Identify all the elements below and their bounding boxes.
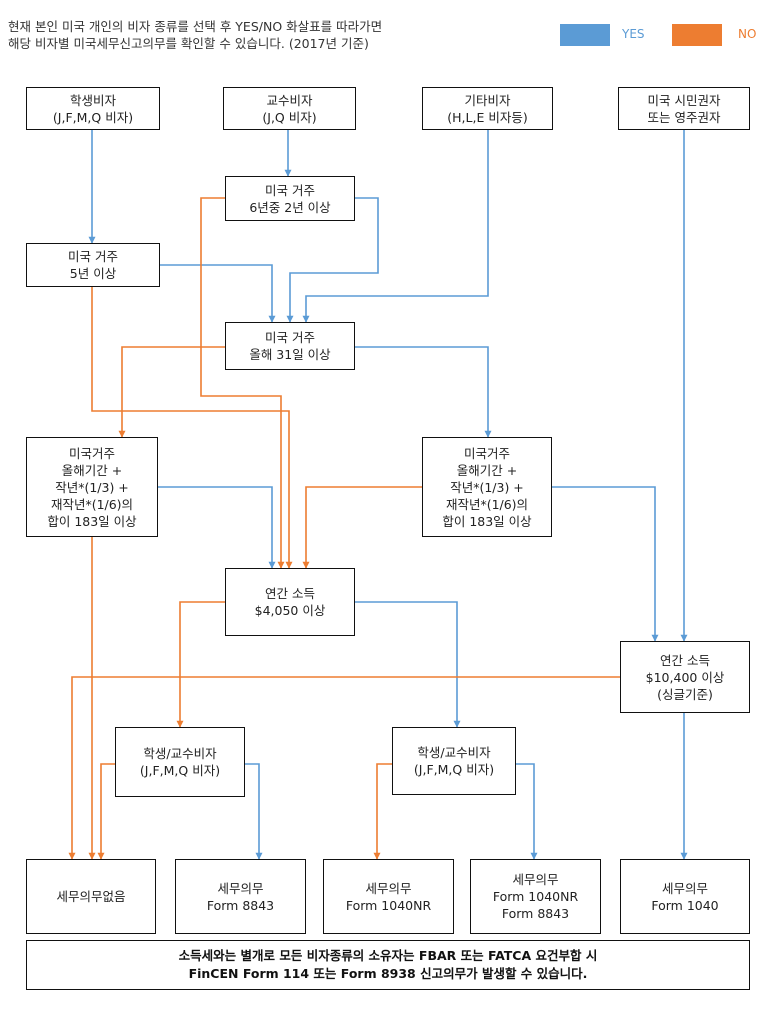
arrow-yes-studentprofright-to-form1040nr8843 — [516, 763, 538, 860]
arrow-no-studentprofleft-to-none — [97, 763, 115, 860]
box-outcome-form1040: 세무의무 Form 1040 — [620, 859, 750, 934]
box-substantial-presence-right: 미국거주 올해기간 + 작년*(1/3) + 재작년*(1/6)의 합이 183… — [422, 437, 552, 537]
arrow-yes-other-to-res31d — [302, 130, 489, 323]
box-residence-5y-line2: 5년 이상 — [69, 266, 117, 281]
box-residence-6of2: 미국 거주 6년중 2년 이상 — [225, 176, 355, 221]
box-income-10400-line2: $10,400 이상 — [645, 669, 725, 685]
arrow-no-res31d-to-sub183left — [118, 346, 225, 438]
box-residence-6of2-line2: 6년중 2년 이상 — [249, 199, 331, 215]
box-sub183-left-line1: 미국거주 — [68, 445, 115, 461]
box-residence-31d-line1: 미국 거주 — [265, 330, 315, 345]
box-student-professor-left: 학생/교수비자 (J,F,M,Q 비자) — [115, 727, 245, 797]
arrow-no-income10400-to-none — [68, 676, 620, 860]
box-student-prof-right-line2: (J,F,M,Q 비자) — [413, 762, 495, 777]
box-outcome-form1040nr-line2: Form 1040NR — [345, 897, 432, 913]
legend-yes-label: YES — [622, 27, 645, 41]
arrow-yes-res31d-to-sub183right — [355, 346, 492, 438]
box-outcome-form1040nr-8843-line2: Form 1040NR — [492, 889, 579, 904]
arrow-no-res5y-to-income4050 — [91, 287, 293, 569]
footer-line-2: FinCEN Form 114 또는 Form 8938 신고의무가 발생할 수… — [188, 966, 588, 981]
box-student-prof-right-line1: 학생/교수비자 — [417, 745, 491, 760]
box-sub183-right-line3: 작년*(1/3) + — [450, 479, 524, 495]
box-residence-5y: 미국 거주 5년 이상 — [26, 243, 160, 287]
box-professor-visa-line2: (J,Q 비자) — [262, 109, 317, 125]
box-other-visa: 기타비자 (H,L,E 비자등) — [422, 87, 553, 130]
intro-line-2: 해당 비자별 미국세무신고의무를 확인할 수 있습니다. (2017년 기준) — [8, 36, 369, 51]
box-income-10400-line3: (싱글기준) — [657, 686, 713, 702]
legend-yes-swatch — [560, 24, 610, 46]
box-outcome-form1040nr-line1: 세무의무 — [365, 880, 412, 896]
arrow-no-sub183right-to-income4050 — [302, 486, 422, 569]
box-outcome-form1040nr-8843-line1: 세무의무 — [512, 872, 559, 887]
arrow-yes-sub183left-to-income4050 — [158, 486, 276, 569]
box-outcome-form8843: 세무의무 Form 8843 — [175, 859, 306, 934]
arrow-yes-sub183right-to-income10400 — [552, 486, 659, 642]
footer-note: 소득세와는 별개로 모든 비자종류의 소유자는 FBAR 또는 FATCA 요건… — [26, 940, 750, 990]
box-outcome-form1040nr-8843-line3: Form 8843 — [501, 906, 570, 921]
box-income-10400-line1: 연간 소득 — [660, 652, 710, 668]
box-outcome-none-line1: 세무의무없음 — [56, 889, 126, 904]
box-income-4050: 연간 소득 $4,050 이상 — [225, 568, 355, 636]
box-residence-31d: 미국 거주 올해 31일 이상 — [225, 322, 355, 370]
box-citizen-line1: 미국 시민권자 — [647, 92, 721, 108]
box-student-prof-left-line2: (J,F,M,Q 비자) — [139, 763, 221, 778]
box-sub183-right-line5: 합이 183일 이상 — [442, 513, 532, 529]
box-outcome-form8843-line1: 세무의무 — [217, 880, 264, 896]
box-professor-visa: 교수비자 (J,Q 비자) — [223, 87, 356, 130]
legend-no-swatch — [672, 24, 722, 46]
box-residence-5y-line1: 미국 거주 — [68, 249, 118, 264]
legend-no-label: NO — [738, 27, 757, 41]
box-sub183-left-line3: 작년*(1/3) + — [55, 479, 129, 495]
box-student-visa: 학생비자 (J,F,M,Q 비자) — [26, 87, 160, 130]
box-sub183-left-line4: 재작년*(1/6)의 — [50, 496, 134, 512]
box-student-prof-left-line1: 학생/교수비자 — [143, 746, 217, 761]
box-income-4050-line1: 연간 소득 — [265, 586, 315, 601]
box-outcome-form1040-line2: Form 1040 — [651, 897, 719, 913]
box-outcome-form1040nr-8843: 세무의무 Form 1040NR Form 8843 — [470, 859, 601, 934]
box-residence-31d-line2: 올해 31일 이상 — [249, 347, 331, 362]
arrow-yes-studentprofleft-to-form8843 — [245, 763, 263, 860]
box-sub183-left-line2: 올해기간 + — [61, 462, 123, 478]
box-student-visa-line1: 학생비자 — [69, 92, 116, 108]
box-professor-visa-line1: 교수비자 — [266, 92, 313, 108]
box-substantial-presence-left: 미국거주 올해기간 + 작년*(1/3) + 재작년*(1/6)의 합이 183… — [26, 437, 158, 537]
box-outcome-form1040nr: 세무의무 Form 1040NR — [323, 859, 454, 934]
box-sub183-right-line2: 올해기간 + — [456, 462, 518, 478]
box-sub183-right-line4: 재작년*(1/6)의 — [445, 496, 529, 512]
box-outcome-form8843-line2: Form 8843 — [206, 897, 275, 913]
arrow-no-studentprofright-to-form1040nr — [373, 763, 392, 860]
box-student-visa-line2: (J,F,M,Q 비자) — [52, 109, 134, 125]
arrow-yes-income4050-to-studentprofright — [355, 601, 461, 728]
box-citizen-line2: 또는 영주권자 — [647, 109, 721, 125]
arrow-yes-res6of2-to-res31d — [286, 197, 379, 323]
intro-text: 현재 본인 미국 개인의 비자 종류를 선택 후 YES/NO 화살표를 따라가… — [8, 18, 382, 52]
box-other-visa-line2: (H,L,E 비자등) — [447, 109, 528, 125]
box-residence-6of2-line1: 미국 거주 — [265, 182, 315, 198]
box-student-professor-right: 학생/교수비자 (J,F,M,Q 비자) — [392, 727, 516, 795]
box-income-10400: 연간 소득 $10,400 이상 (싱글기준) — [620, 641, 750, 713]
box-sub183-right-line1: 미국거주 — [463, 445, 510, 461]
box-other-visa-line1: 기타비자 — [464, 92, 511, 108]
box-income-4050-line2: $4,050 이상 — [254, 603, 326, 618]
box-citizen: 미국 시민권자 또는 영주권자 — [618, 87, 750, 130]
box-outcome-none: 세무의무없음 — [26, 859, 156, 934]
arrow-yes-res5y-to-res31d — [160, 264, 276, 323]
arrow-no-income4050-to-studentprofleft — [176, 601, 225, 728]
footer-line-1: 소득세와는 별개로 모든 비자종류의 소유자는 FBAR 또는 FATCA 요건… — [178, 948, 598, 963]
arrow-no-res6of2-to-income4050 — [200, 197, 285, 569]
box-outcome-form1040-line1: 세무의무 — [661, 880, 708, 896]
box-sub183-left-line5: 합이 183일 이상 — [47, 513, 137, 529]
intro-line-1: 현재 본인 미국 개인의 비자 종류를 선택 후 YES/NO 화살표를 따라가… — [8, 19, 383, 34]
